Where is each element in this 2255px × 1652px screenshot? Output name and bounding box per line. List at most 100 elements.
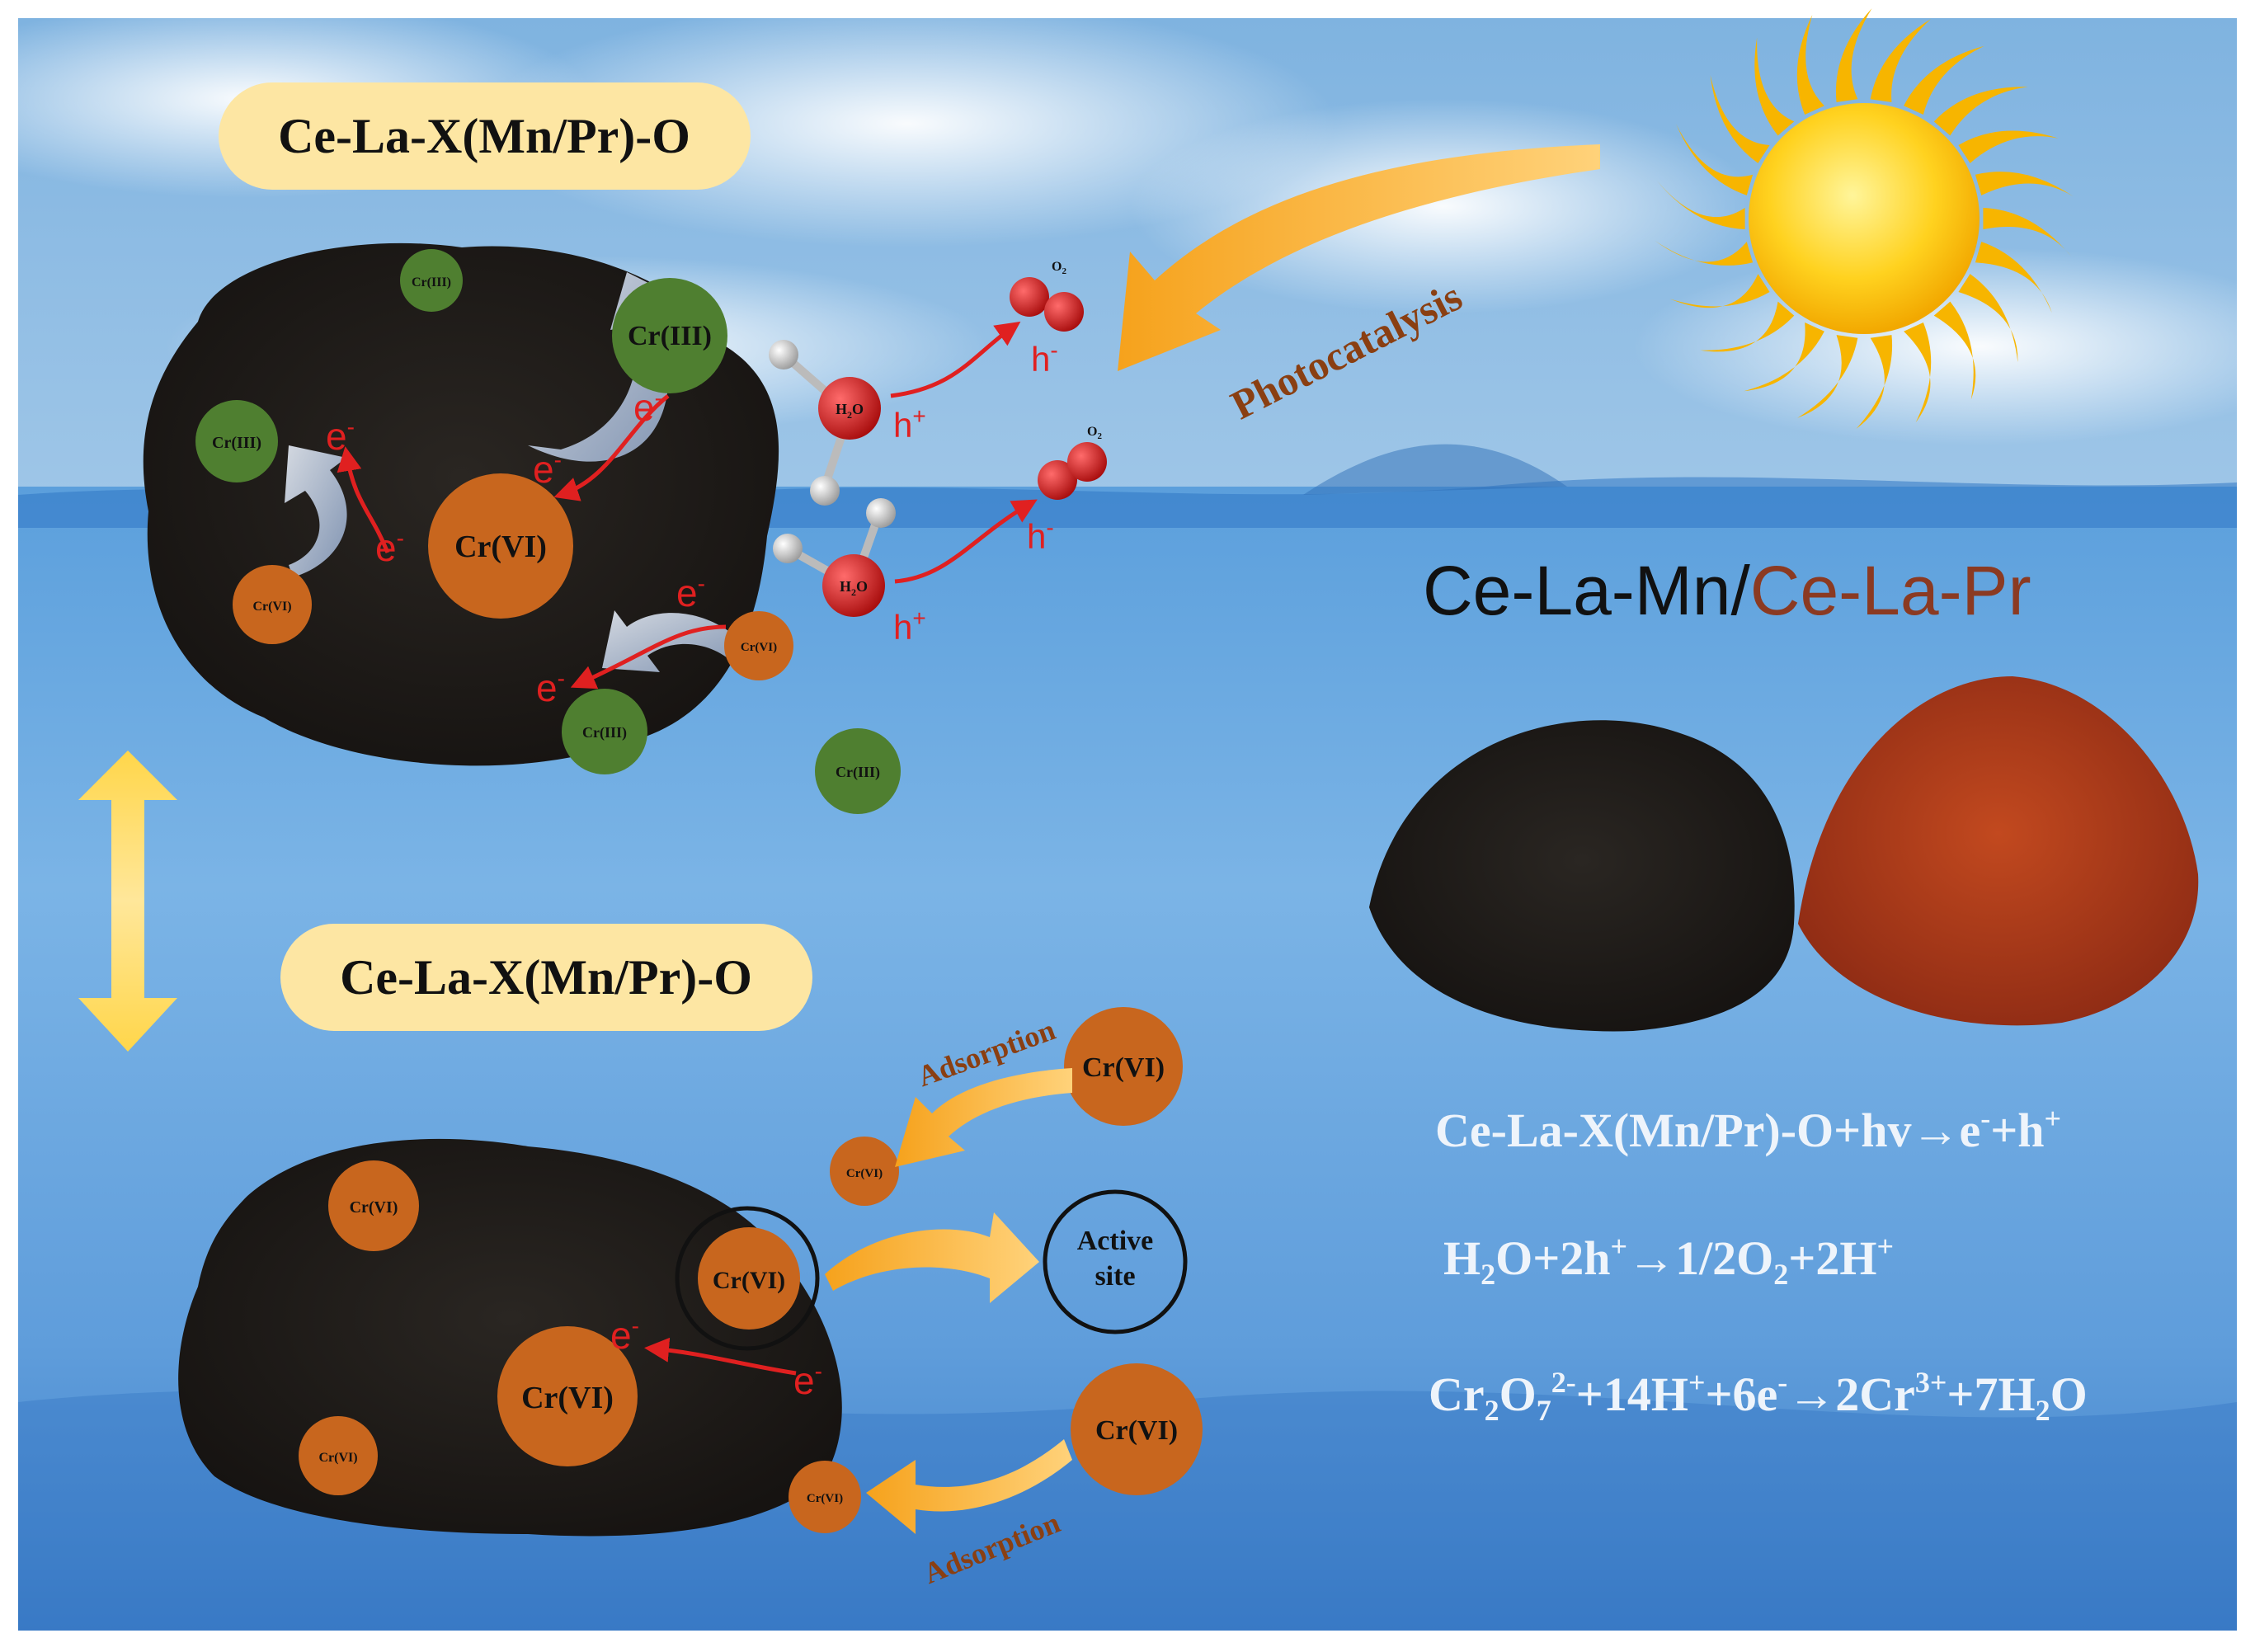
sun-ray <box>1933 87 2028 136</box>
active-site-marker <box>675 1206 820 1351</box>
photocatalysis-arrow <box>1118 144 1600 371</box>
hole-label: h+ <box>893 605 926 647</box>
top-title-pill: Ce-La-X(Mn/Pr)-O <box>219 82 751 190</box>
equation-3: Cr2O72-+14H++6e-→2Cr3++7H2O <box>1429 1366 2088 1427</box>
electron-label: e- <box>533 447 562 491</box>
sun-ray <box>1958 130 2059 163</box>
sun-ray <box>1870 19 1931 102</box>
cr6-ion: Cr(VI) <box>428 473 573 619</box>
top-species: Cr(III) Cr(III) Cr(III) Cr(VI) Cr(VI) Cr… <box>195 249 901 814</box>
electron-label: e- <box>793 1358 822 1402</box>
cr6-ion: Cr(VI) <box>328 1160 419 1251</box>
bottom-electron-arrow: e- e- <box>610 1313 822 1402</box>
sun-ray <box>1797 335 1858 418</box>
oxygen-molecule-1: O2 <box>1010 260 1084 332</box>
sun-ray <box>1657 181 1745 230</box>
material-title: Ce-La-Mn/Ce-La-Pr <box>1423 552 2031 629</box>
electron-label: e- <box>375 525 404 569</box>
adsorption-arrows <box>825 1068 1072 1534</box>
hole-arrows <box>890 321 1038 584</box>
cr6-label: Cr(VI) <box>521 1381 614 1415</box>
cr6-label: Cr(VI) <box>318 1451 357 1465</box>
sun-ray <box>1669 274 1770 308</box>
cr6-ion: Cr(VI) <box>789 1461 861 1533</box>
sun-ray <box>1975 242 2052 313</box>
oxygen-molecule-2: O2 <box>1038 425 1107 500</box>
sun-ray <box>1835 8 1872 102</box>
cr3-label: Cr(III) <box>212 434 261 452</box>
water-label: H2O <box>840 578 868 598</box>
sun-ray <box>1983 207 2071 257</box>
active-site-label-1: Active <box>1077 1226 1154 1256</box>
ce-la-mn-powder <box>1369 720 1795 1032</box>
active-site-label-2: site <box>1095 1261 1135 1292</box>
cr6-label: Cr(VI) <box>454 529 547 564</box>
ce-la-pr-powder <box>1798 676 2199 1026</box>
cr6-label: Cr(VI) <box>846 1167 883 1180</box>
electron-label: e- <box>676 571 705 614</box>
cr6-label: Cr(VI) <box>1095 1415 1178 1446</box>
cr6-label: Cr(VI) <box>713 1267 785 1294</box>
cr3-ion: Cr(III) <box>562 689 647 774</box>
cr3-ion: Cr(III) <box>400 249 463 312</box>
oxygen-label: O2 <box>1052 260 1066 276</box>
cr6-ion: Cr(VI) <box>1071 1363 1203 1495</box>
top-title-text: Ce-La-X(Mn/Pr)-O <box>278 109 690 163</box>
cr6-ion: Cr(VI) <box>233 565 312 644</box>
bottom-title-pill: Ce-La-X(Mn/Pr)-O <box>280 924 812 1031</box>
sun-ray <box>1700 301 1795 352</box>
cr6-label: Cr(VI) <box>1082 1052 1165 1083</box>
sun-ray <box>1655 240 1754 266</box>
cr3-ion: Cr(III) <box>195 400 278 482</box>
active-site-callout: Active site <box>1043 1189 1188 1334</box>
water-molecule-1: H2O <box>769 340 881 506</box>
cr3-label: Cr(III) <box>582 724 627 741</box>
electron-arrows <box>337 394 727 690</box>
sun-icon <box>1655 8 2074 429</box>
water-label: H2O <box>836 401 864 421</box>
equation-1: Ce-La-X(Mn/Pr)-O+hv→e-+h+ <box>1435 1102 2061 1157</box>
equation-2: H2O+2h+→1/2O2+2H+ <box>1443 1230 1894 1291</box>
sun-ray <box>1710 74 1770 163</box>
electron-label: e- <box>610 1313 639 1357</box>
cr6-ion: Cr(VI) <box>497 1326 638 1466</box>
electron-label: e- <box>326 414 355 458</box>
sun-ray <box>1958 274 2018 363</box>
double-arrow-icon <box>78 751 177 1052</box>
equations: Ce-La-X(Mn/Pr)-O+hv→e-+h+ H2O+2h+→1/2O2+… <box>1429 1102 2088 1427</box>
sun-ray <box>1744 322 1824 392</box>
cr6-ion: Cr(VI) <box>1064 1007 1183 1126</box>
sun-ray <box>1904 45 1984 115</box>
hole-labels: h+ h+ h- h- <box>893 337 1058 647</box>
cr6-ion: Cr(VI) <box>299 1416 378 1495</box>
cr3-label: Cr(III) <box>412 275 451 289</box>
electron-label: e- <box>536 666 565 709</box>
cr6-ion: Cr(VI) <box>724 611 793 680</box>
sun-ray <box>1754 37 1795 136</box>
cr3-ion: Cr(III) <box>612 278 727 393</box>
oxygen-label: O2 <box>1087 425 1102 441</box>
bottom-species: Cr(VI) Cr(VI) Cr(VI) Cr(VI) Cr(VI) Cr(VI… <box>299 1007 1203 1533</box>
cr6-label: Cr(VI) <box>252 600 291 614</box>
cr3-label: Cr(III) <box>628 321 712 351</box>
cr3-ion: Cr(III) <box>815 728 901 814</box>
cr6-ion: Cr(VI) <box>698 1227 800 1330</box>
cr6-label: Cr(VI) <box>807 1492 843 1505</box>
electron-labels: e- e- e- e- e- e- <box>326 385 705 709</box>
hole-label: h- <box>1031 337 1058 379</box>
sun-ray <box>1933 301 1976 400</box>
hole-label: h- <box>1027 515 1054 556</box>
cr6-label: Cr(VI) <box>741 641 777 654</box>
electron-label: e- <box>633 385 662 429</box>
cr6-label: Cr(VI) <box>350 1198 398 1217</box>
sun-ray <box>1904 322 1932 423</box>
cr6-ion: Cr(VI) <box>830 1137 899 1206</box>
sun-ray <box>1856 335 1893 429</box>
water-molecule-2: H2O <box>773 498 896 617</box>
hole-label: h+ <box>893 403 926 445</box>
cr3-label: Cr(III) <box>836 764 880 781</box>
sun-ray <box>1676 124 1754 195</box>
bottom-title-text: Ce-La-X(Mn/Pr)-O <box>340 950 752 1005</box>
sun-ray <box>1975 172 2074 197</box>
